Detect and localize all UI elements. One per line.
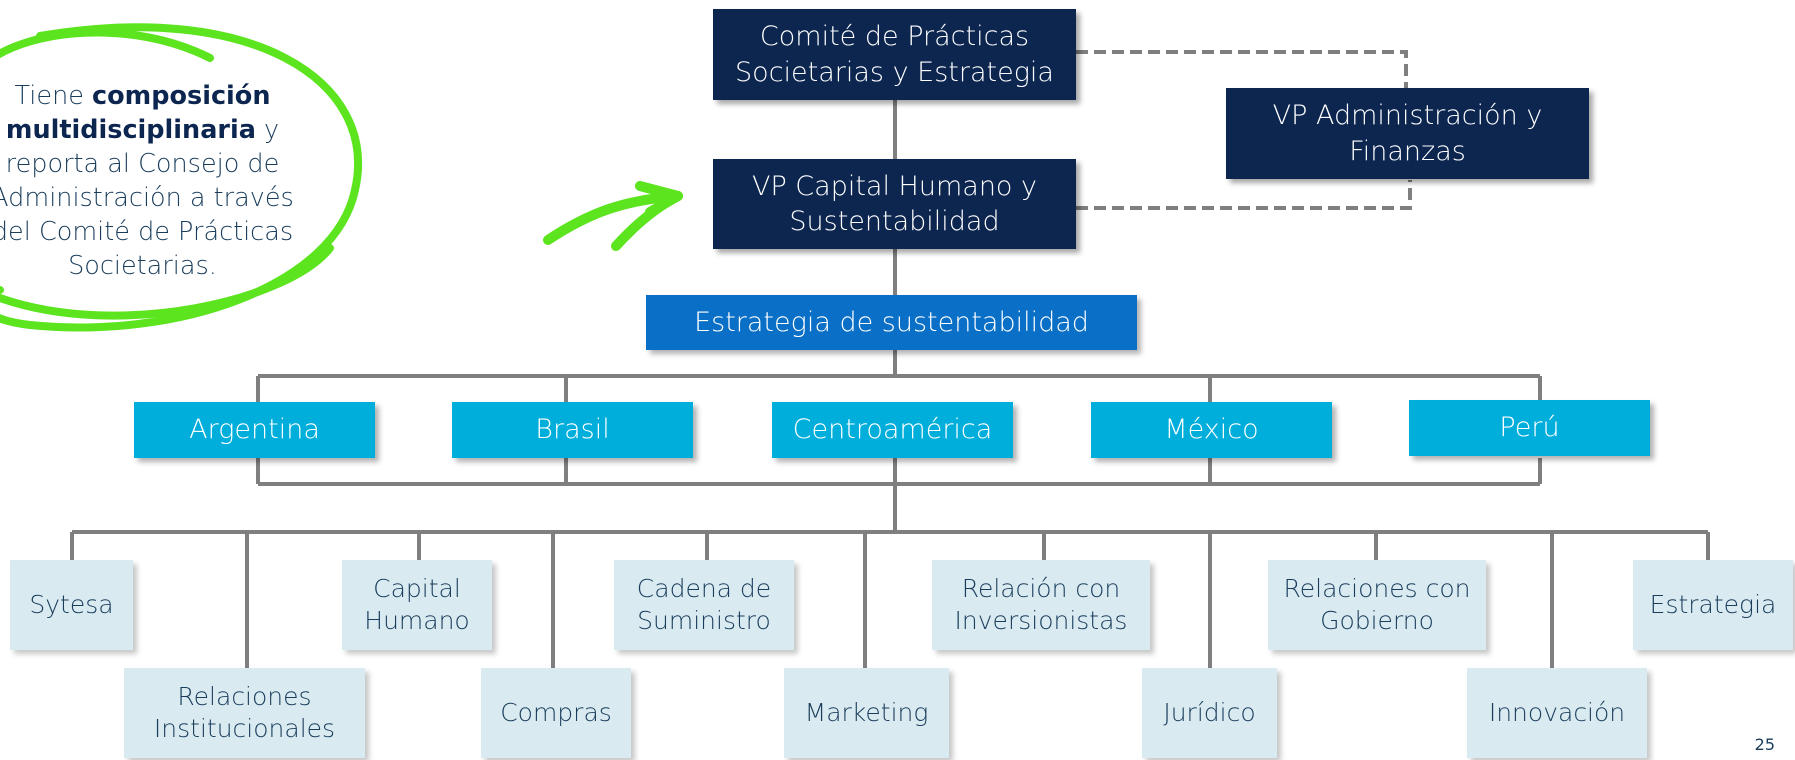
area-box-marketing: Marketing — [784, 668, 949, 758]
area-box-estrategia: Estrategia — [1633, 560, 1793, 650]
area-box-relaciones-institucionales: Relaciones Institucionales — [124, 668, 365, 758]
country-box-peru: Perú — [1409, 400, 1650, 456]
country-label: Brasil — [535, 414, 610, 446]
area-box-sytesa: Sytesa — [10, 560, 133, 650]
country-box-brasil: Brasil — [452, 402, 693, 458]
area-label: Compras — [500, 697, 612, 727]
vp-admin-box: VP Administración y Finanzas — [1226, 88, 1589, 179]
area-label: Estrategia — [1649, 589, 1777, 619]
area-box-capital-humano: Capital Humano — [342, 560, 492, 650]
area-label: Relaciones Institucionales — [153, 681, 336, 744]
green-scribble-circle-icon — [0, 23, 363, 332]
area-label: Jurídico — [1163, 697, 1256, 727]
country-label: Argentina — [189, 414, 320, 446]
area-box-compras: Compras — [481, 668, 631, 758]
area-box-innovacion: Innovación — [1467, 668, 1647, 758]
area-box-juridico: Jurídico — [1142, 668, 1277, 758]
country-box-argentina: Argentina — [134, 402, 375, 458]
note-text-post: y reporta al Consejo de Administración a… — [0, 114, 294, 281]
area-label: Relación con Inversionistas — [954, 573, 1128, 636]
note-text-pre: Tiene — [14, 81, 93, 111]
area-box-relaciones-gobierno: Relaciones con Gobierno — [1268, 560, 1486, 650]
area-label: Sytesa — [29, 589, 114, 619]
area-box-relacion-inversionistas: Relación con Inversionistas — [932, 560, 1150, 650]
area-label: Marketing — [804, 697, 929, 727]
green-arrow-icon — [543, 181, 683, 251]
area-label: Cadena de Suministro — [636, 573, 772, 636]
annotation-note: Tiene composición multidisciplinaria y r… — [0, 80, 305, 283]
strategy-label: Estrategia de sustentabilidad — [694, 306, 1089, 338]
area-label: Innovación — [1488, 697, 1626, 727]
area-box-cadena-suministro: Cadena de Suministro — [614, 560, 794, 650]
country-label: Perú — [1499, 412, 1560, 444]
page-number: 25 — [1754, 735, 1775, 754]
country-box-mexico: México — [1091, 402, 1332, 458]
committee-box: Comité de Prácticas Societarias y Estrat… — [713, 9, 1076, 100]
country-label: Centroamérica — [792, 414, 993, 446]
strategy-box: Estrategia de sustentabilidad — [646, 295, 1137, 350]
area-label: Capital Humano — [364, 573, 470, 636]
committee-label: Comité de Prácticas Societarias y Estrat… — [735, 21, 1054, 88]
area-label: Relaciones con Gobierno — [1283, 573, 1471, 636]
note-text-bold: composición multidisciplinaria — [5, 81, 271, 145]
vp-admin-label: VP Administración y Finanzas — [1272, 100, 1543, 167]
vp-hr-label: VP Capital Humano y Sustentabilidad — [751, 170, 1038, 237]
country-box-centroamerica: Centroamérica — [772, 402, 1013, 458]
vp-hr-box: VP Capital Humano y Sustentabilidad — [713, 159, 1076, 249]
country-label: México — [1164, 414, 1259, 446]
